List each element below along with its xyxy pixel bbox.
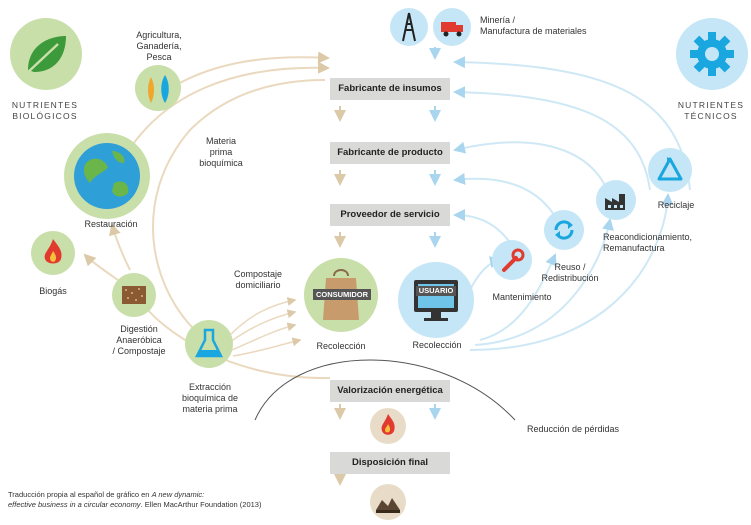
- refurbish-label-line-2: Remanufactura: [603, 243, 665, 253]
- factory-icon: [596, 180, 636, 220]
- agriculture-label: Agricultura, Ganadería, Pesca: [128, 30, 190, 63]
- reuse-label-line-2: Redistribución: [541, 273, 599, 283]
- final-disposal-box: Disposición final: [330, 452, 450, 474]
- header-technical: NUTRIENTES TÉCNICOS: [670, 100, 751, 122]
- refurbish-label: Reacondicionamiento, Remanufactura: [603, 232, 692, 254]
- oil-rig-icon: [390, 8, 428, 46]
- user-label: USUARIO: [416, 286, 456, 296]
- mining-label: Minería / Manufactura de materiales: [480, 15, 587, 37]
- home-compost-label-line-1: Compostaje: [233, 269, 283, 279]
- raw-material-label-line-3: bioquímica: [199, 158, 243, 168]
- header-biological-line-1: NUTRIENTES: [11, 100, 79, 110]
- header-biological-line-2: BIOLÓGICOS: [12, 111, 78, 121]
- monitor-icon: [398, 262, 474, 338]
- landfill-icon: [370, 484, 406, 520]
- gear-icon: [676, 18, 748, 90]
- agriculture-label-line-2: Ganadería,: [136, 41, 182, 51]
- header-technical-line-2: TÉCNICOS: [684, 111, 738, 121]
- source-note-title-part-2: effective business in a circular economy: [8, 500, 141, 509]
- extraction-label-line-3: materia prima: [182, 404, 238, 414]
- recycle-icon: [648, 148, 692, 192]
- home-compost-label-line-2: domiciliario: [235, 280, 281, 290]
- home-compost-label: Compostaje domiciliario: [226, 269, 290, 291]
- digestion-label-line-1: Digestión: [120, 324, 158, 334]
- reuse-label-line-1: Reuso /: [554, 262, 586, 272]
- agriculture-label-line-1: Agricultura,: [136, 30, 182, 40]
- header-biological: NUTRIENTES BIOLÓGICOS: [4, 100, 86, 122]
- tech-collection-label: Recolección: [412, 340, 462, 350]
- reuse-cycle-icon: [544, 210, 584, 250]
- bio-collection-label: Recolección: [316, 341, 366, 351]
- biogas-label: Biogás: [39, 286, 67, 296]
- digestion-label-line-2: Anaeróbica: [116, 335, 162, 345]
- flask-icon: [185, 320, 233, 368]
- mining-label-line-1: Minería /: [480, 15, 516, 25]
- consumer-label: CONSUMIDOR: [313, 289, 371, 300]
- earth-icon: [64, 133, 150, 219]
- wrench-icon: [492, 240, 532, 280]
- service-provider-box: Proveedor de servicio: [330, 204, 450, 226]
- raw-material-label-line-1: Materia: [205, 136, 236, 146]
- raw-material-label-line-2: prima: [209, 147, 233, 157]
- input-manufacturer-box: Fabricante de insumos: [330, 78, 450, 100]
- raw-material-label: Materia prima bioquímica: [188, 136, 254, 169]
- flame-icon: [31, 231, 75, 275]
- restoration-label: Restauración: [84, 219, 138, 229]
- truck-icon: [433, 8, 471, 46]
- extraction-label-line-2: bioquímica de: [181, 393, 239, 403]
- wheat-fish-icon: [135, 65, 181, 111]
- extraction-label-line-1: Extracción: [188, 382, 232, 392]
- mining-label-line-2: Manufactura de materiales: [480, 26, 587, 36]
- source-note: Traducción propia al español de gráfico …: [8, 490, 261, 510]
- agriculture-label-line-3: Pesca: [146, 52, 172, 62]
- compost-icon: [112, 273, 156, 317]
- leaf-icon: [10, 18, 82, 90]
- source-note-publisher: . Ellen MacArthur Foundation (2013): [140, 500, 262, 509]
- refurbish-label-line-1: Reacondicionamiento,: [603, 232, 693, 242]
- header-technical-line-1: NUTRIENTES: [677, 100, 745, 110]
- reuse-label: Reuso / Redistribución: [530, 262, 610, 284]
- extraction-label: Extracción bioquímica de materia prima: [168, 382, 252, 415]
- recycling-label: Reciclaje: [657, 200, 695, 210]
- maintenance-label: Mantenimiento: [492, 292, 552, 302]
- energy-flame-icon: [370, 408, 406, 444]
- energy-recovery-box: Valorización energética: [330, 380, 450, 402]
- leakage-reduction-label: Reducción de pérdidas: [527, 424, 620, 434]
- product-manufacturer-box: Fabricante de producto: [330, 142, 450, 164]
- source-note-text: Traducción propia al español de gráfico …: [8, 490, 152, 499]
- digestion-label: Digestión Anaeróbica / Compostaje: [104, 324, 174, 357]
- digestion-label-line-3: / Compostaje: [112, 346, 166, 356]
- source-note-title-part-1: A new dynamic:: [151, 490, 205, 499]
